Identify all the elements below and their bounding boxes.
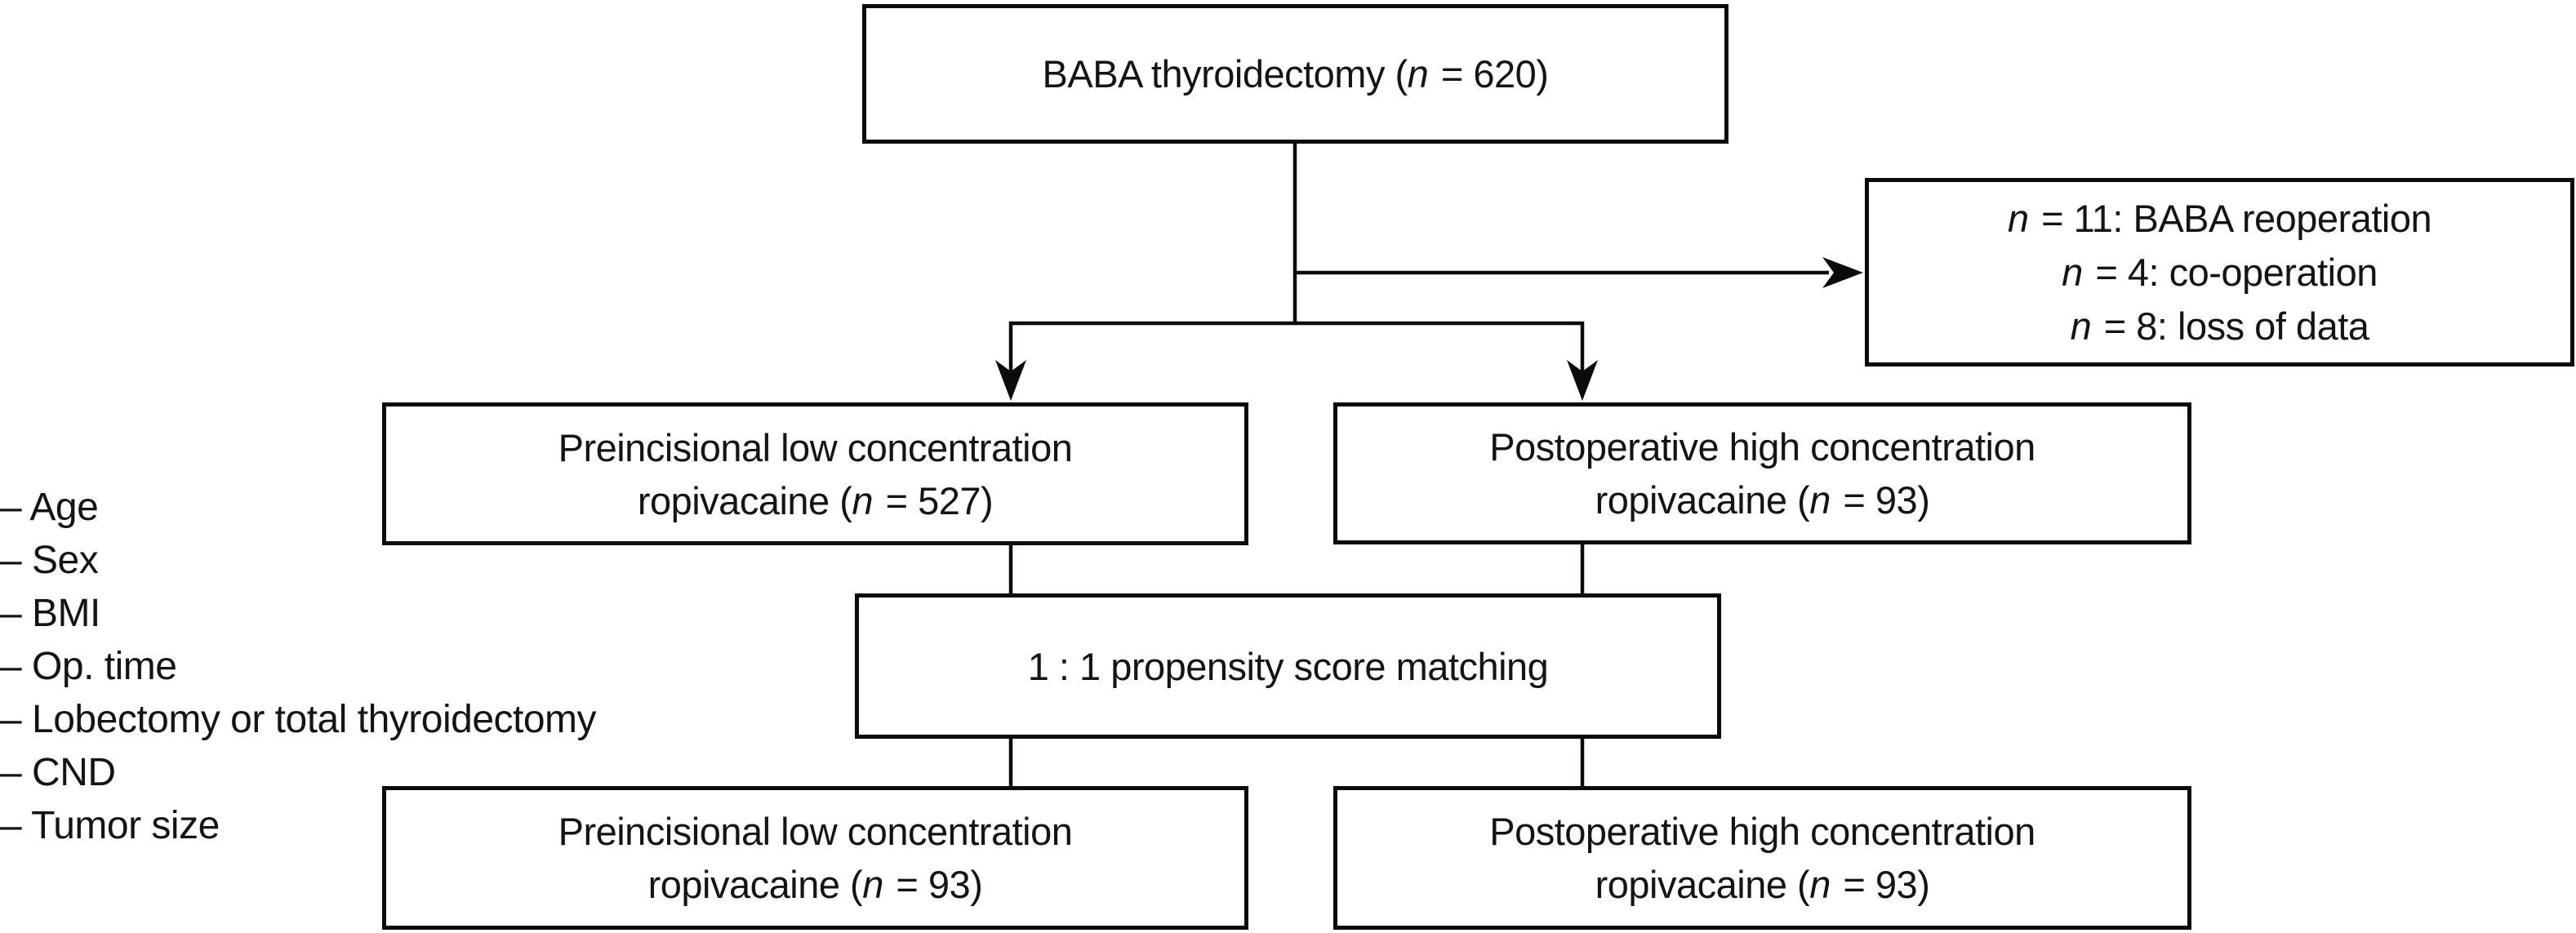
box-text-line: Preincisional low concentration xyxy=(558,810,1073,853)
box-text-line: ropivacaine (n = 527) xyxy=(637,478,994,522)
box-text-line: n = 8: loss of data xyxy=(2070,304,2369,348)
covariate-item: – Sex xyxy=(0,539,99,582)
covariate-item: – Age xyxy=(0,486,99,529)
box-postoperative-matched: Postoperative high concentration ropivaca… xyxy=(1333,786,2191,930)
box-postoperative-unmatched: Postoperative high concentration ropivaca… xyxy=(1333,402,2191,544)
covariate-item: – Tumor size xyxy=(0,804,220,847)
exclusion-arrowhead-icon xyxy=(1822,257,1863,288)
box-text-line: ropivacaine (n = 93) xyxy=(1595,478,1930,522)
right-down-arrowhead-icon xyxy=(1567,360,1598,401)
covariate-item: – Lobectomy or total thyroidectomy xyxy=(0,698,597,741)
box-exclusions: n = 11: BABA reoperation n = 4: co-operat… xyxy=(1865,178,2574,367)
box-preincisional-unmatched: Preincisional low concentration ropivacai… xyxy=(382,402,1248,545)
covariate-item: – CND xyxy=(0,751,116,794)
box-baba-thyroidectomy: BABA thyroidectomy (n = 620) xyxy=(862,4,1728,144)
box-text-line: BABA thyroidectomy (n = 620) xyxy=(1042,52,1549,96)
box-text-line: ropivacaine (n = 93) xyxy=(647,863,983,906)
box-preincisional-matched: Preincisional low concentration ropivacai… xyxy=(382,786,1248,930)
box-text-line: n = 4: co-operation xyxy=(2062,250,2378,294)
covariate-item: – Op. time xyxy=(0,645,177,688)
box-text-line: ropivacaine (n = 93) xyxy=(1595,863,1930,906)
box-text-line: 1 : 1 propensity score matching xyxy=(1027,644,1549,688)
box-propensity-matching: 1 : 1 propensity score matching xyxy=(855,593,1721,739)
box-text-line: n = 11: BABA reoperation xyxy=(2007,196,2432,240)
box-text-line: Preincisional low concentration xyxy=(558,425,1073,469)
box-text-line: Postoperative high concentration xyxy=(1489,810,2035,853)
left-down-arrowhead-icon xyxy=(995,360,1026,401)
covariate-item: – BMI xyxy=(0,592,100,635)
covariate-list: – Age – Sex – BMI – Op. time – Lobectomy or … xyxy=(0,481,597,852)
branch-line xyxy=(1008,321,1585,372)
box-text-line: Postoperative high concentration xyxy=(1489,425,2035,469)
